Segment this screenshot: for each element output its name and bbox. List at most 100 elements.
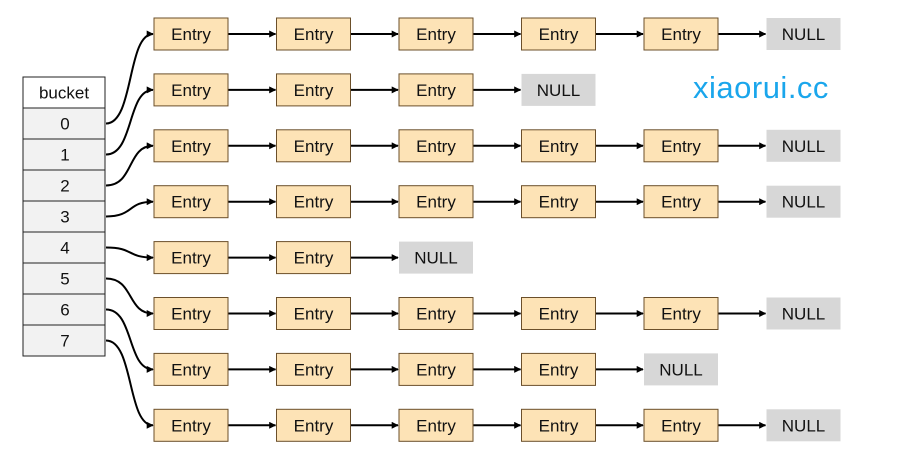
- entry-box: [276, 241, 351, 275]
- entry-box: [153, 185, 229, 219]
- entry-label: Entry: [416, 81, 456, 100]
- entry-box: [398, 73, 474, 107]
- entry-label: Entry: [416, 25, 456, 44]
- entry-box: [153, 129, 229, 163]
- bucket-cell: [22, 138, 106, 171]
- entry-box: [276, 73, 351, 107]
- entry-box: [153, 297, 229, 330]
- null-box: [766, 18, 841, 50]
- chain-row: Entry Entry Entry Entry Entry NULL: [153, 185, 841, 219]
- bucket-index-label: 7: [60, 332, 69, 351]
- entry-label: Entry: [171, 193, 211, 212]
- bucket-index-label: 1: [60, 146, 69, 165]
- entry-label: Entry: [539, 305, 579, 324]
- entry-label: Entry: [416, 305, 456, 324]
- bucket-link-arrow: [105, 277, 154, 317]
- entry-label: Entry: [416, 193, 456, 212]
- entry-label: Entry: [171, 25, 211, 44]
- bucket-header-box: [22, 76, 106, 109]
- entry-label: Entry: [661, 416, 701, 435]
- entry-box: [643, 297, 719, 330]
- entry-box: [398, 408, 474, 442]
- chain-arrows: [228, 30, 767, 429]
- null-label: NULL: [659, 360, 702, 379]
- null-label: NULL: [782, 193, 825, 212]
- entry-label: Entry: [294, 81, 334, 100]
- entry-box: [398, 297, 474, 330]
- entry-box: [153, 352, 229, 386]
- bucket-link-arrow: [105, 246, 154, 262]
- bucket-cell: [22, 200, 106, 233]
- entry-label: Entry: [416, 416, 456, 435]
- bucket-cell: [22, 324, 106, 357]
- entry-box: [521, 352, 596, 386]
- entry-label: Entry: [171, 305, 211, 324]
- entry-box: [153, 408, 229, 442]
- null-label: NULL: [782, 25, 825, 44]
- entry-box: [276, 17, 351, 51]
- entry-label: Entry: [661, 25, 701, 44]
- null-box: [521, 73, 596, 106]
- entry-box: [398, 185, 474, 219]
- null-box: [766, 129, 841, 162]
- entry-label: Entry: [539, 193, 579, 212]
- null-label: NULL: [537, 81, 580, 100]
- entry-box: [398, 17, 474, 51]
- null-label: NULL: [782, 305, 825, 324]
- watermark-text: xiaorui.cc: [693, 70, 829, 105]
- entry-box: [398, 129, 474, 163]
- bucket-index-label: 4: [60, 239, 69, 258]
- bucket-index-label: 2: [60, 177, 69, 196]
- entry-box: [521, 17, 596, 51]
- entry-label: Entry: [294, 137, 334, 156]
- entry-label: Entry: [661, 193, 701, 212]
- entry-label: Entry: [416, 360, 456, 379]
- entry-box: [153, 17, 229, 51]
- bucket-link-arrow: [105, 308, 154, 373]
- null-box: [399, 241, 473, 274]
- entry-box: [643, 408, 719, 442]
- null-box: [766, 185, 841, 218]
- bucket-index-label: 3: [60, 208, 69, 227]
- entry-box: [521, 297, 596, 330]
- bucket-cell: [22, 262, 106, 295]
- entry-box: [276, 352, 351, 386]
- entry-label: Entry: [539, 360, 579, 379]
- bucket-links: [105, 30, 154, 429]
- null-label: NULL: [782, 137, 825, 156]
- bucket-index-label: 0: [60, 115, 69, 134]
- entry-label: Entry: [539, 416, 579, 435]
- entry-label: Entry: [294, 305, 334, 324]
- entry-box: [643, 185, 719, 219]
- entry-box: [276, 408, 351, 442]
- entry-label: Entry: [171, 360, 211, 379]
- entry-label: Entry: [294, 360, 334, 379]
- entry-box: [521, 185, 596, 219]
- entry-box: [643, 17, 719, 51]
- null-label: NULL: [414, 249, 457, 268]
- entry-label: Entry: [171, 137, 211, 156]
- entry-label: Entry: [539, 137, 579, 156]
- entry-label: Entry: [661, 137, 701, 156]
- entry-box: [643, 129, 719, 163]
- null-box: [766, 297, 841, 330]
- entry-box: [521, 408, 596, 442]
- bucket-cell: [22, 293, 106, 326]
- entry-label: Entry: [294, 416, 334, 435]
- entry-box: [153, 73, 229, 107]
- entry-box: [521, 129, 596, 163]
- entry-box: [276, 297, 351, 330]
- bucket-index-label: 6: [60, 301, 69, 320]
- entry-label: Entry: [171, 416, 211, 435]
- entry-box: [398, 352, 474, 386]
- entry-label: Entry: [294, 193, 334, 212]
- bucket-link-arrow: [105, 339, 154, 429]
- bucket-cell: [22, 231, 106, 264]
